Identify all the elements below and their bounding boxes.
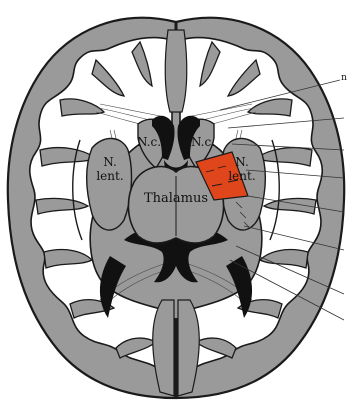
label-nlent-right-line2: lent. xyxy=(228,169,255,183)
label-nlent-left-line1: N. xyxy=(103,155,117,169)
label-nc-left: N.c. xyxy=(137,135,161,149)
label-edge-letter: n xyxy=(341,73,347,83)
label-nc-right: N.c. xyxy=(191,135,215,149)
label-nlent-left-line2: lent. xyxy=(96,169,123,183)
label-nlent-right-line1: N. xyxy=(235,155,249,169)
frontal-gray-midline xyxy=(165,30,187,112)
lentiform-nucleus-left xyxy=(87,138,132,230)
label-thalamus: Thalamus xyxy=(144,191,208,206)
